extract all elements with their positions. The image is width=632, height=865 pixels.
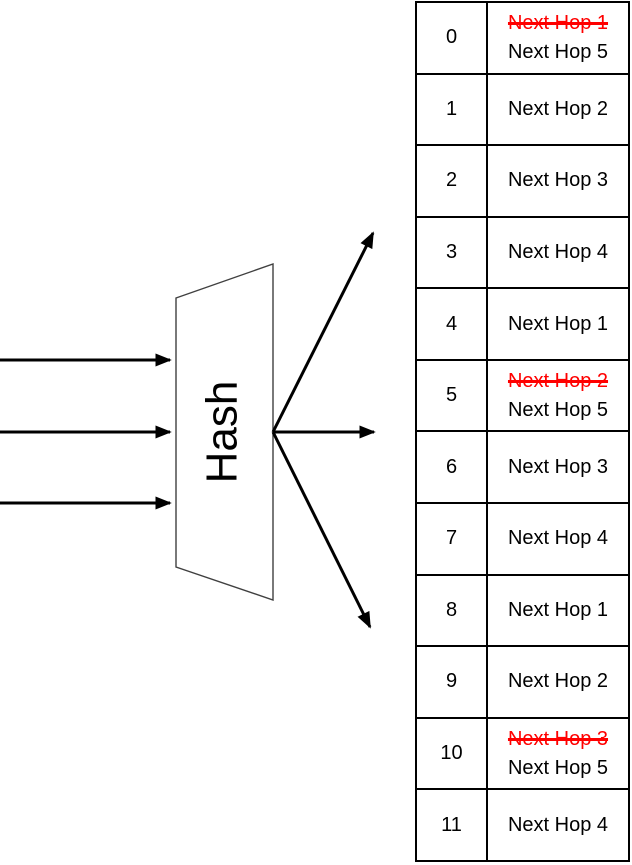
bucket-value: Next Hop 2 <box>488 75 628 145</box>
bucket-value: Next Hop 4 <box>488 790 628 860</box>
table-row-5: 5 Next Hop 2 Next Hop 5 <box>417 360 628 433</box>
replacement-next-hop: Next Hop 5 <box>507 398 609 421</box>
output-arrow-down <box>271 431 372 629</box>
bucket-index: 1 <box>417 74 488 145</box>
table-row-0: 0 Next Hop 1 Next Hop 5 <box>417 3 628 75</box>
hash-box <box>175 263 274 601</box>
bucket-index: 2 <box>417 146 488 216</box>
bucket-value: Next Hop 1 <box>488 576 628 646</box>
bucket-index: 0 <box>417 3 488 73</box>
bucket-index: 6 <box>417 432 488 503</box>
table-row-11: 11 Next Hop 4 <box>417 790 628 860</box>
removed-next-hop: Next Hop 2 <box>507 369 609 392</box>
next-hop: Next Hop 2 <box>507 97 609 120</box>
next-hop: Next Hop 1 <box>507 312 609 335</box>
table-row-2: 2 Next Hop 3 <box>417 146 628 218</box>
next-hop: Next Hop 4 <box>507 813 609 836</box>
bucket-value: Next Hop 3 <box>488 146 628 216</box>
next-hop: Next Hop 3 <box>507 169 609 192</box>
bucket-index: 7 <box>417 504 488 574</box>
bucket-value: Next Hop 1 <box>488 289 628 359</box>
replacement-next-hop: Next Hop 5 <box>507 40 609 63</box>
replacement-next-hop: Next Hop 5 <box>507 756 609 779</box>
bucket-index: 10 <box>417 718 488 789</box>
table-row-10: 10 Next Hop 3 Next Hop 5 <box>417 718 628 791</box>
hash-label: Hash <box>198 381 247 484</box>
bucket-value: Next Hop 3 <box>488 432 628 502</box>
next-hop: Next Hop 1 <box>507 598 609 621</box>
bucket-value: Next Hop 4 <box>488 504 628 574</box>
table-row-3: 3 Next Hop 4 <box>417 217 628 290</box>
hash-bucket-table: 0 Next Hop 1 Next Hop 5 1 Next Hop 2 2 N… <box>415 1 630 862</box>
bucket-value: Next Hop 2 <box>488 647 628 717</box>
bucket-index: 3 <box>417 217 488 288</box>
removed-next-hop: Next Hop 1 <box>507 11 609 34</box>
bucket-value: Next Hop 4 <box>488 218 628 288</box>
bucket-index: 9 <box>417 647 488 717</box>
next-hop: Next Hop 4 <box>507 527 609 550</box>
next-hop: Next Hop 2 <box>507 670 609 693</box>
bucket-value: Next Hop 2 Next Hop 5 <box>488 361 628 431</box>
bucket-index: 11 <box>417 790 488 860</box>
output-arrow-up <box>271 231 375 433</box>
removed-next-hop: Next Hop 3 <box>507 727 609 750</box>
bucket-index: 4 <box>417 289 488 359</box>
table-row-1: 1 Next Hop 2 <box>417 74 628 147</box>
table-row-6: 6 Next Hop 3 <box>417 432 628 505</box>
table-row-7: 7 Next Hop 4 <box>417 504 628 576</box>
table-row-8: 8 Next Hop 1 <box>417 575 628 648</box>
bucket-index: 8 <box>417 575 488 646</box>
next-hop: Next Hop 4 <box>507 241 609 264</box>
bucket-value: Next Hop 1 Next Hop 5 <box>488 3 628 73</box>
bucket-index: 5 <box>417 360 488 431</box>
next-hop: Next Hop 3 <box>507 455 609 478</box>
table-row-9: 9 Next Hop 2 <box>417 647 628 719</box>
table-row-4: 4 Next Hop 1 <box>417 289 628 361</box>
bucket-value: Next Hop 3 Next Hop 5 <box>488 719 628 789</box>
